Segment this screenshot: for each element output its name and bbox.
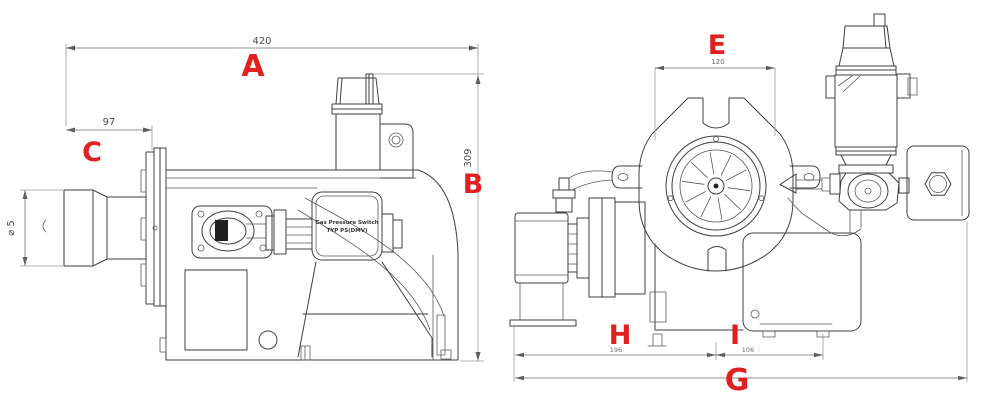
dim-value-196: 196 <box>610 346 622 354</box>
dim-housing-width: 120 <box>654 58 776 140</box>
control-box <box>647 232 862 347</box>
dim-axis-right: 106 <box>716 346 823 358</box>
dim-value-diameter: ⌀ 5 <box>6 220 17 236</box>
switch-label-line1: Gas Pressure Switch <box>315 220 379 226</box>
letter-B: B <box>463 169 484 200</box>
letter-E: E <box>708 30 726 61</box>
dim-overall-width <box>515 222 968 382</box>
dim-axis-left: 196 <box>513 326 824 382</box>
housing-body <box>159 169 459 361</box>
fan-shroud <box>611 97 821 272</box>
dim-value-106: 106 <box>742 346 754 354</box>
dim-overall-length: 420 <box>65 36 479 361</box>
dim-value-309: 309 <box>463 148 474 167</box>
dim-tube-length: 97 <box>66 117 153 150</box>
letter-G: G <box>725 363 750 398</box>
gas-pressure-switch-assembly: Gas Pressure Switch TYP PS(DMV) <box>191 191 403 261</box>
fan-blades <box>681 152 751 220</box>
burner-side-view: Gas Pressure Switch TYP PS(DMV) <box>42 73 459 361</box>
letter-A: A <box>241 49 265 84</box>
dim-value-420: 420 <box>252 36 271 47</box>
blast-tube <box>42 189 147 267</box>
pressure-switch-box <box>311 191 383 261</box>
switch-label-line2: TYP PS(DMV) <box>327 228 368 234</box>
gas-valve-assembly <box>779 13 970 237</box>
fan-wheel <box>665 135 767 237</box>
dim-overall-height: 309 <box>373 73 484 362</box>
reference-letters: A C B E H I G <box>82 30 749 398</box>
dim-value-97: 97 <box>103 117 116 128</box>
burner-front-view <box>509 13 970 347</box>
letter-C: C <box>82 137 102 168</box>
letter-H: H <box>609 320 632 351</box>
dimensions: 420 97 309 ⌀ 5 <box>6 36 968 382</box>
motor <box>509 170 646 327</box>
ignition-transformer <box>331 73 414 179</box>
dim-value-120: 120 <box>711 58 724 66</box>
letter-I: I <box>730 320 740 351</box>
mounting-flange <box>140 147 167 307</box>
electrode-block <box>215 220 228 241</box>
dim-tube-diameter: ⌀ 5 <box>6 189 64 267</box>
